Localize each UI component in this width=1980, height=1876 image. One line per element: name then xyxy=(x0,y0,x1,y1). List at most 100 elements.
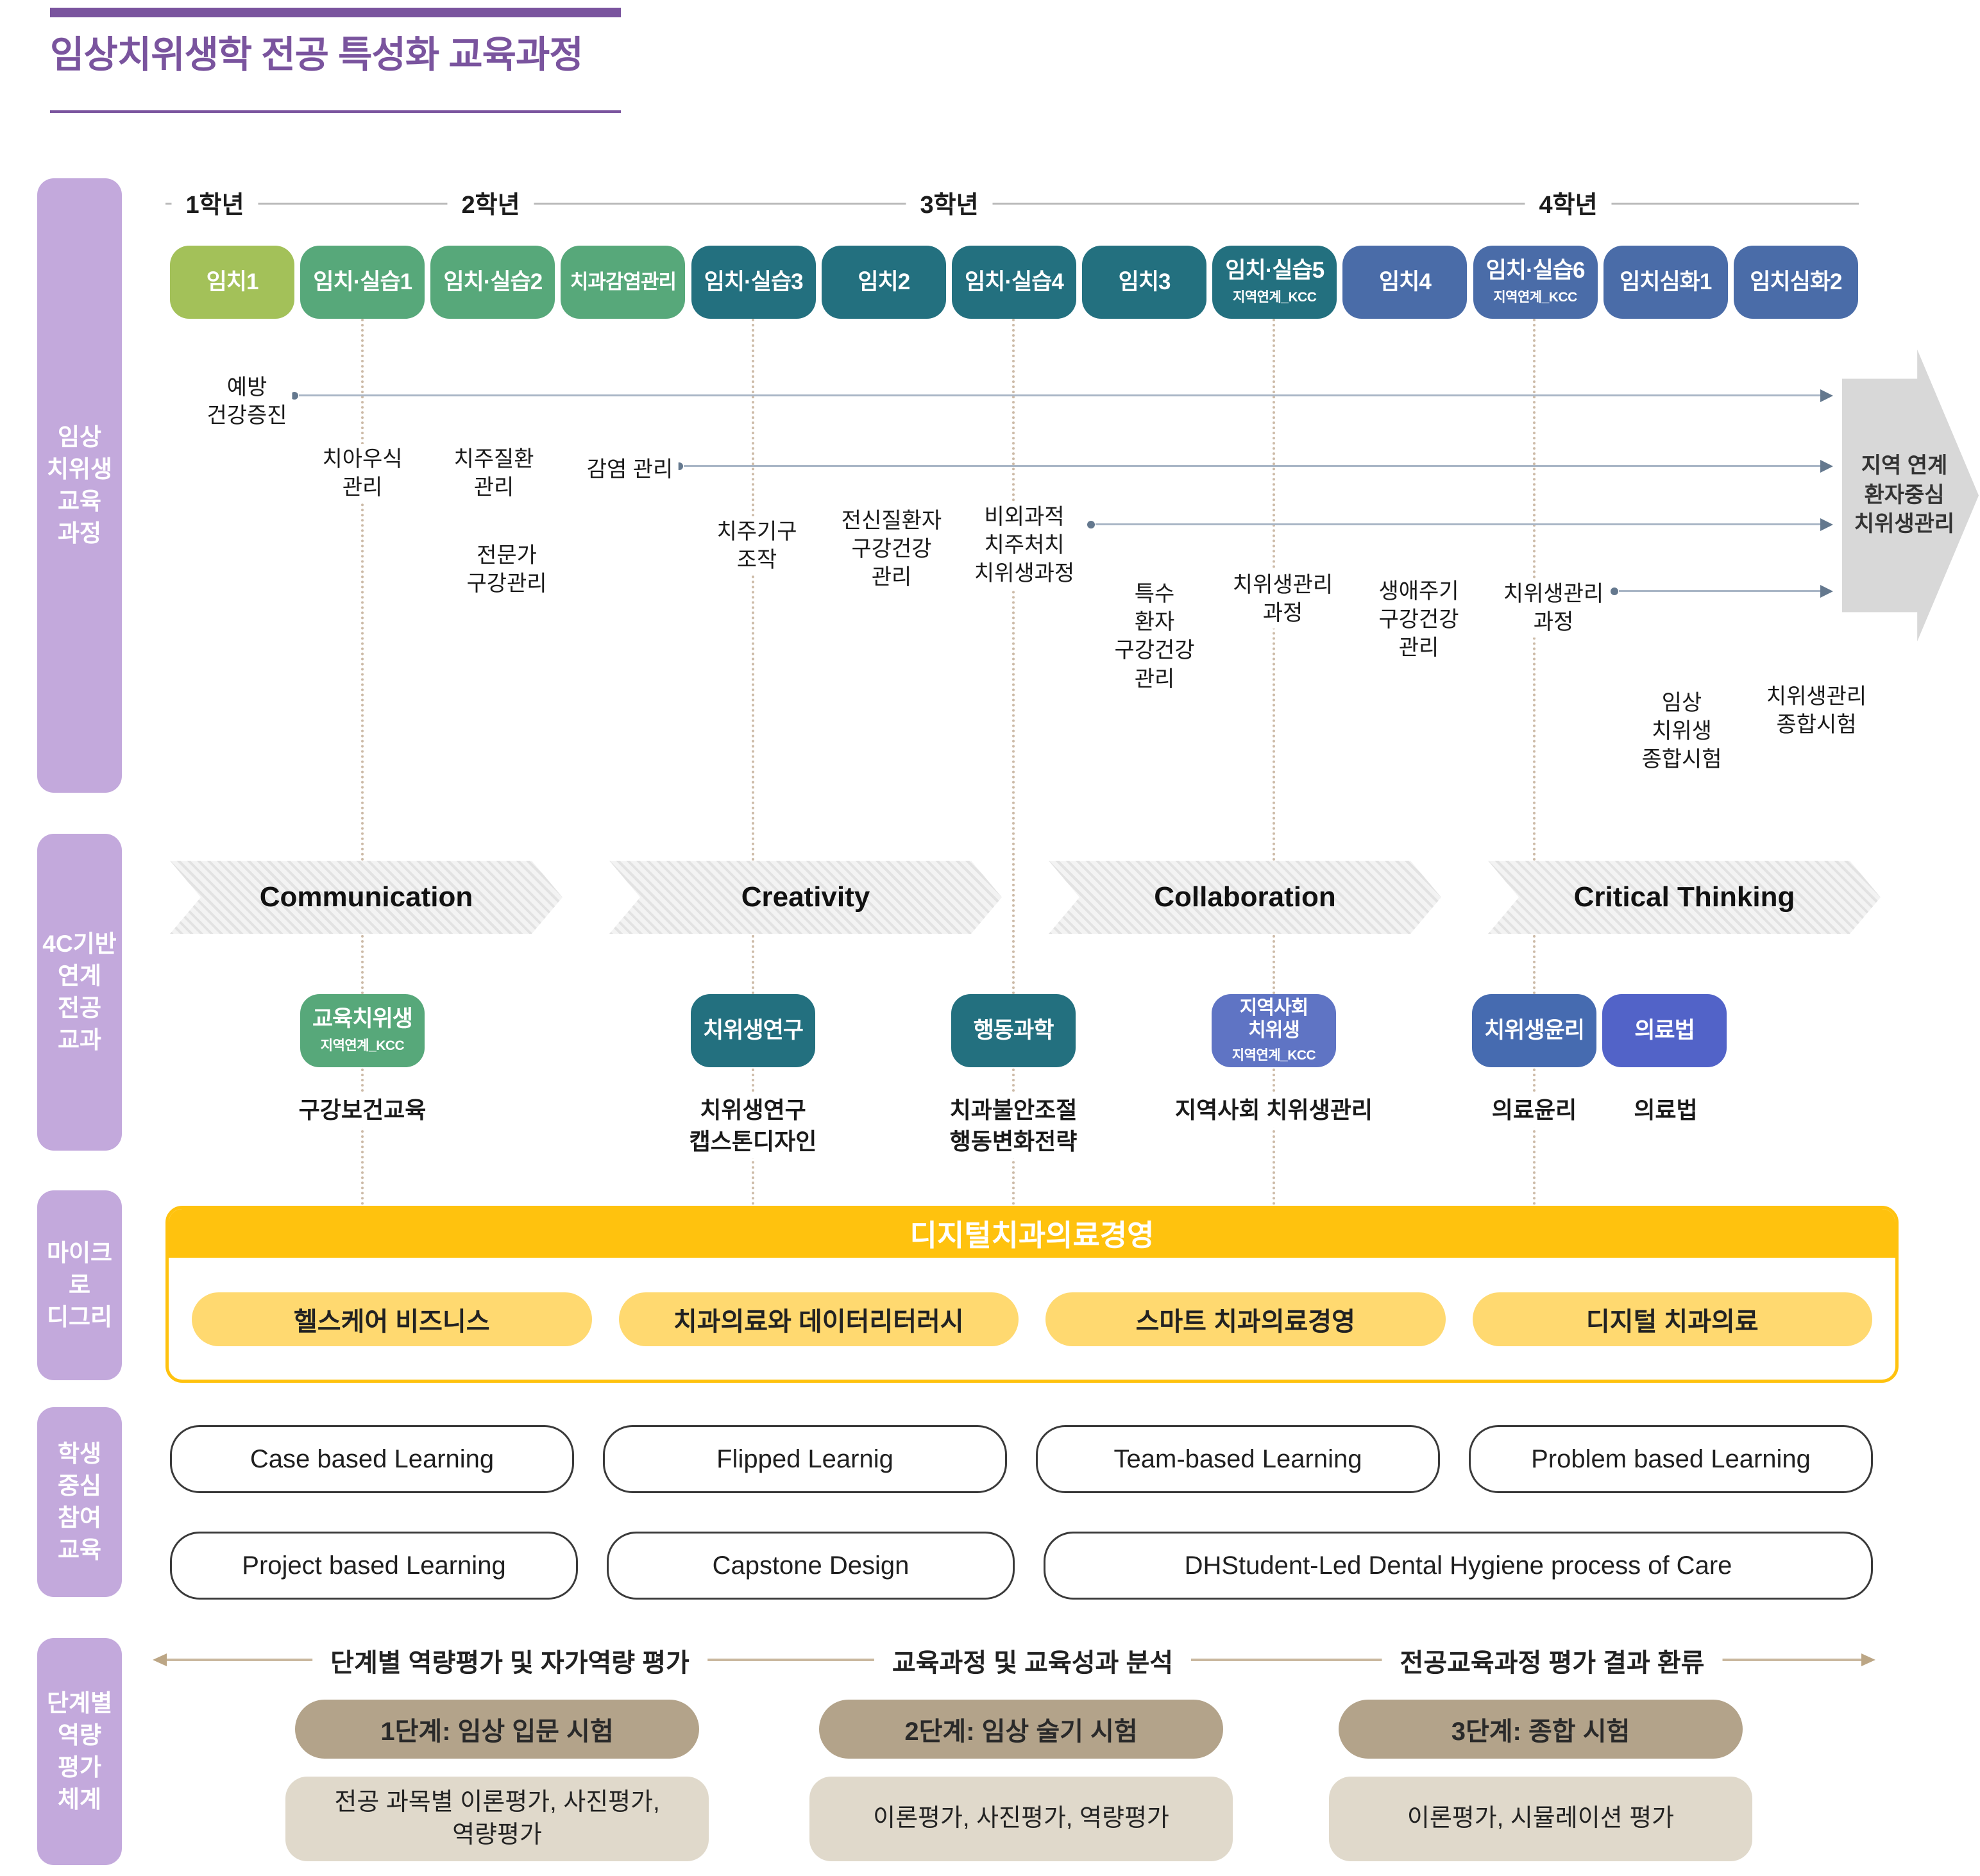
sidebar-label: 마이크로 디그리 xyxy=(46,1240,113,1330)
sidebar-4c-linked-courses: 4C기반 연계 전공 교과 xyxy=(37,834,122,1151)
course-caption: 구강보건교육 xyxy=(293,1094,432,1128)
evaluation-stage-desc: 전공 과목별 이론평가, 사진평가, 역량평가 xyxy=(285,1777,709,1861)
course-sublabel: 지역연계_KCC xyxy=(320,1038,405,1053)
title-top-bar xyxy=(50,8,621,17)
dotted-connector-line xyxy=(1012,319,1015,1206)
flow-arrow-line xyxy=(1087,518,1833,531)
sidebar-micro-degree: 마이크로 디그리 xyxy=(37,1190,122,1380)
course-label: 치위생연구 xyxy=(702,1017,804,1043)
evaluation-stage-title: 1단계: 임상 입문 시험 xyxy=(295,1700,699,1759)
annotation: 치아우식 관리 xyxy=(317,444,408,503)
arrow-label: Critical Thinking xyxy=(1573,881,1795,913)
year-2-label: 2학년 xyxy=(447,185,534,220)
micro-degree-header: 디지털치과의료경영 xyxy=(169,1209,1895,1258)
flow-arrow-line xyxy=(291,389,1833,402)
course-box: 임치심화2 xyxy=(1733,246,1858,319)
learning-method: Flipped Learnig xyxy=(603,1425,1007,1493)
course-box: 임치심화1 xyxy=(1603,246,1728,319)
evaluation-header: 전공교육과정 평가 결과 환류 xyxy=(1382,1642,1723,1679)
sidebar-label: 학생 중심 참여 교육 xyxy=(57,1441,102,1563)
evaluation-stage-desc: 이론평가, 사진평가, 역량평가 xyxy=(809,1777,1233,1861)
annotation: 감염 관리 xyxy=(581,454,679,486)
goal-arrow: 지역 연계 환자중심 치위생관리 xyxy=(1842,350,1979,641)
sidebar-student-centered: 학생 중심 참여 교육 xyxy=(37,1407,122,1597)
course-label: 임치심화1 xyxy=(1620,269,1712,294)
evaluation-header: 교육과정 및 교육성과 분석 xyxy=(874,1642,1192,1679)
annotation: 생애주기 구강건강 관리 xyxy=(1373,576,1464,664)
course-box: 임치·실습2 xyxy=(430,246,555,319)
annotation: 특수 환자 구강건강 관리 xyxy=(1109,579,1200,695)
course-label: 행동과학 xyxy=(973,1017,1054,1043)
course-box: 치과감염관리 xyxy=(561,246,686,319)
course-box: 임치·실습6 지역연계_KCC xyxy=(1473,246,1598,319)
micro-degree-item: 스마트 치과의료경영 xyxy=(1045,1292,1446,1346)
micro-degree-item: 디지털 치과의료 xyxy=(1472,1292,1872,1346)
year-1-label: 1학년 xyxy=(171,185,258,220)
annotation: 예방 건강증진 xyxy=(201,372,292,432)
course-label: 임치·실습6 xyxy=(1485,258,1586,283)
course-label: 임치4 xyxy=(1378,269,1432,294)
course-sublabel: 지역연계_KCC xyxy=(1233,289,1317,305)
evaluation-stage-title: 2단계: 임상 술기 시험 xyxy=(819,1700,1223,1759)
course-sublabel: 지역연계_KCC xyxy=(1231,1048,1316,1063)
sidebar-evaluation-system: 단계별 역량 평가 체계 xyxy=(37,1638,122,1865)
course-box: 임치·실습5 지역연계_KCC xyxy=(1212,246,1337,319)
flow-arrow-line xyxy=(1611,585,1833,598)
course-caption: 치위생연구 캡스톤디자인 xyxy=(684,1094,822,1159)
arrow-creativity: Creativity xyxy=(609,861,1002,934)
course-box: 치위생연구 xyxy=(691,994,815,1067)
sidebar-label: 임상 치위생 교육 과정 xyxy=(46,424,113,546)
course-box: 행동과학 xyxy=(951,994,1076,1067)
course-label: 임치1 xyxy=(206,269,259,294)
annotation: 치위생관리 과정 xyxy=(1498,579,1609,638)
annotation: 치주질환 관리 xyxy=(448,444,539,503)
course-caption: 의료윤리 xyxy=(1486,1094,1582,1128)
micro-degree-item: 치과의료와 데이터리터러시 xyxy=(618,1292,1019,1346)
learning-method: Team-based Learning xyxy=(1036,1425,1440,1493)
left-arrowhead-icon xyxy=(153,1653,167,1666)
course-label: 임치심화2 xyxy=(1750,269,1842,294)
course-row: 임치1 임치·실습1 임치·실습2 치과감염관리 임치·실습3 임치2 임치·실… xyxy=(170,246,1858,319)
course-caption: 지역사회 치위생관리 xyxy=(1169,1094,1378,1128)
course-label: 임치3 xyxy=(1118,269,1171,294)
annotation: 치주기구 조작 xyxy=(711,516,802,576)
year-4-label: 4학년 xyxy=(1525,185,1612,220)
learning-method: Problem based Learning xyxy=(1469,1425,1873,1493)
arrow-label: Communication xyxy=(259,881,473,913)
annotation: 전문가 구강관리 xyxy=(461,540,552,600)
sidebar-clinical-curriculum: 임상 치위생 교육 과정 xyxy=(37,178,122,793)
arrow-label: Creativity xyxy=(741,881,870,913)
course-label: 임치·실습3 xyxy=(704,269,804,294)
learning-method: Capstone Design xyxy=(607,1532,1015,1600)
evaluation-stage-title: 3단계: 종합 시험 xyxy=(1339,1700,1743,1759)
arrow-critical-thinking: Critical Thinking xyxy=(1488,861,1881,934)
course-caption: 치과불안조절 행동변화전략 xyxy=(944,1094,1083,1159)
course-box: 임치·실습3 xyxy=(691,246,816,319)
micro-degree-panel: 디지털치과의료경영 헬스케어 비즈니스 치과의료와 데이터리터러시 스마트 치과… xyxy=(165,1206,1899,1383)
learning-method: Case based Learning xyxy=(170,1425,574,1493)
arrow-label: Collaboration xyxy=(1154,881,1336,913)
course-label: 의료법 xyxy=(1634,1017,1695,1043)
course-box: 치위생윤리 xyxy=(1472,994,1596,1067)
course-box: 임치·실습4 xyxy=(951,246,1076,319)
arrow-communication: Communication xyxy=(170,861,563,934)
annotation: 치위생관리 과정 xyxy=(1227,570,1339,629)
annotation: 전신질환자 구강건강 관리 xyxy=(836,505,947,593)
course-label: 지역사회 치위생 xyxy=(1239,997,1308,1041)
course-box: 의료법 xyxy=(1602,994,1727,1067)
goal-arrow-text: 지역 연계 환자중심 치위생관리 xyxy=(1854,453,1955,537)
micro-degree-items: 헬스케어 비즈니스 치과의료와 데이터리터러시 스마트 치과의료경영 디지털 치… xyxy=(169,1258,1895,1346)
sidebar-label: 단계별 역량 평가 체계 xyxy=(46,1690,113,1813)
learning-row-2: Project based Learning Capstone Design D… xyxy=(170,1532,1873,1600)
dotted-connector-line xyxy=(1533,319,1536,1206)
right-arrowhead-icon xyxy=(1861,1653,1875,1666)
course-box: 임치·실습1 xyxy=(300,246,425,319)
course-label: 치위생윤리 xyxy=(1484,1017,1585,1043)
course-box: 임치1 xyxy=(170,246,294,319)
year-3-label: 3학년 xyxy=(906,185,993,220)
dotted-connector-line xyxy=(752,319,754,1206)
dotted-connector-line xyxy=(1273,319,1275,1206)
learning-method: DHStudent-Led Dental Hygiene process of … xyxy=(1044,1532,1873,1600)
course-box: 임치3 xyxy=(1082,246,1207,319)
